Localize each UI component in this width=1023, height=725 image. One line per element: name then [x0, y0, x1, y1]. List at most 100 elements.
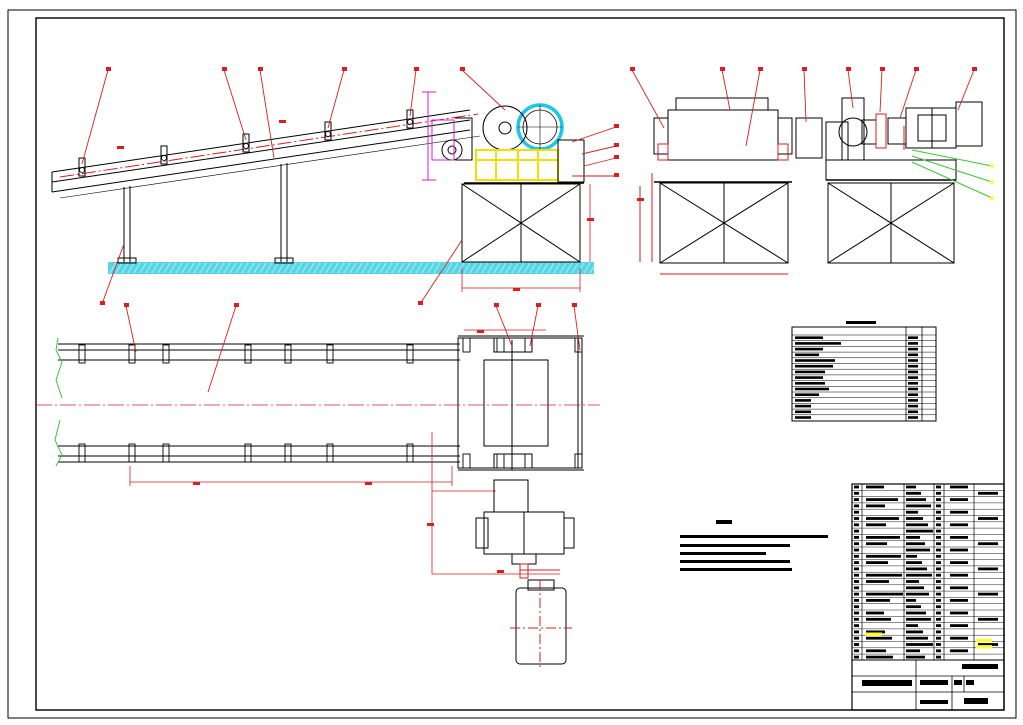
parts-row-number	[854, 485, 859, 489]
parts-row-code	[866, 504, 885, 508]
parts-row-material	[950, 536, 968, 539]
magenta-dimension	[422, 91, 455, 181]
parts-row-name	[906, 643, 933, 646]
callout-balloon	[880, 67, 885, 71]
parts-row-material	[950, 573, 968, 577]
leader-line	[631, 69, 665, 129]
leader-line	[581, 145, 617, 155]
parts-row-name	[906, 649, 920, 653]
parts-row-number	[854, 655, 859, 659]
plan-idler-top	[406, 344, 414, 364]
parts-row-name	[906, 611, 926, 615]
callout-balloon	[720, 67, 725, 71]
parts-row-code	[866, 630, 885, 634]
parts-row-number	[854, 630, 859, 634]
plan-bearing-top	[462, 337, 471, 353]
parts-row-qty	[936, 624, 941, 627]
callout-balloon	[614, 155, 619, 159]
plan-idler-top	[128, 344, 136, 364]
leader-line	[223, 69, 247, 141]
spec-row-value	[908, 364, 918, 368]
leader-line	[419, 239, 463, 305]
parts-row-name	[906, 630, 923, 634]
dimension-value	[279, 120, 286, 123]
plan-idler-top	[284, 344, 292, 364]
plan-idler-bottom	[406, 443, 414, 463]
callout-balloon	[846, 67, 851, 71]
callout-balloon	[258, 67, 263, 71]
spec-row-text	[795, 393, 819, 396]
technical-requirements-notes	[680, 520, 828, 571]
parts-row-number	[854, 542, 859, 546]
idler	[406, 109, 414, 129]
parts-row-qty	[936, 630, 941, 634]
spec-row-text	[795, 404, 811, 408]
callout-balloon	[572, 303, 577, 307]
plan-bearing-top	[524, 337, 533, 353]
spec-row-value	[908, 399, 918, 402]
spec-row-text	[795, 359, 835, 362]
parts-row-code	[866, 649, 886, 653]
spec-row-value	[908, 376, 918, 379]
parts-row-name	[906, 517, 923, 520]
parts-row-code	[866, 580, 889, 583]
parts-row-highlight	[976, 638, 992, 643]
parts-row-note	[978, 567, 998, 571]
part-number-leaders	[81, 67, 977, 573]
yellow-guard	[475, 149, 559, 181]
parts-row-note	[978, 592, 998, 596]
parts-row-code	[866, 485, 884, 489]
callout-balloon	[106, 67, 111, 71]
parts-row-name	[906, 567, 927, 571]
parts-row-name	[906, 529, 933, 533]
spec-row-value	[908, 359, 918, 362]
spec-row-text	[795, 370, 825, 374]
parts-row-qty	[936, 605, 941, 609]
parts-row-name	[906, 510, 918, 514]
leader-line	[957, 69, 975, 111]
plan-drive-train	[475, 479, 575, 668]
spec-row-text	[795, 387, 829, 391]
idler	[78, 157, 86, 177]
belt-centreline	[59, 113, 479, 178]
spec-row-text	[795, 399, 811, 402]
leader-line	[495, 305, 513, 347]
parts-row-code	[866, 523, 886, 527]
parts-row-number	[854, 554, 859, 558]
parts-row-highlight	[866, 632, 882, 636]
parts-row-code	[866, 573, 902, 577]
parts-row-material	[950, 548, 968, 552]
leader-line	[847, 69, 854, 109]
callout-balloon	[222, 67, 227, 71]
parts-row-material	[950, 523, 968, 527]
leader-line	[803, 69, 807, 123]
parts-row-number	[854, 580, 859, 583]
spec-row-text	[795, 342, 841, 345]
leader-line	[879, 69, 883, 113]
parts-row-qty	[936, 636, 941, 640]
spec-row-text	[795, 376, 823, 379]
idler-roller	[79, 167, 85, 173]
dimension-value	[513, 288, 520, 291]
plan-bearing-bottom	[462, 453, 471, 469]
ground-hatch-pattern	[109, 262, 597, 274]
parts-row-qty	[936, 643, 941, 646]
parts-row-name	[906, 592, 929, 596]
parts-row-name	[906, 636, 928, 640]
parts-row-material	[950, 561, 968, 564]
parts-row-name	[906, 655, 925, 659]
parts-row-number	[854, 548, 859, 552]
idler-roller	[243, 143, 249, 149]
leader-line	[573, 305, 581, 351]
parts-row-name	[906, 573, 932, 577]
parts-row-name	[906, 554, 917, 558]
parts-row-code	[866, 561, 888, 564]
green-leader-markers	[990, 164, 994, 200]
parts-row-material	[950, 498, 968, 501]
drive-head-side	[441, 103, 585, 184]
spec-row-text	[795, 336, 823, 339]
leader-line	[259, 69, 275, 159]
parts-row-note	[978, 643, 998, 646]
parts-row-qty	[936, 536, 941, 539]
leader-line	[327, 69, 345, 129]
